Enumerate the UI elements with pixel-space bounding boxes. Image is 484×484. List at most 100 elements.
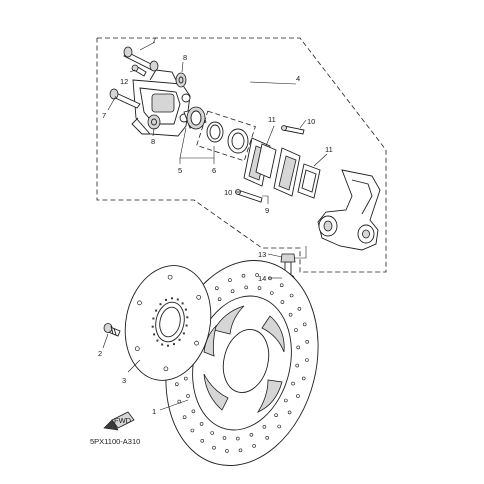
spline-tooth: [185, 324, 188, 327]
disc-hole: [279, 283, 284, 288]
disc-hole: [215, 286, 219, 291]
slide-boot-upper: [175, 72, 187, 88]
carrier-hole: [194, 340, 199, 346]
disc-hole: [190, 428, 195, 433]
disc-hole: [182, 415, 187, 420]
callout-9: 9: [265, 206, 269, 215]
spline-tooth: [181, 302, 184, 305]
spline-tooth: [156, 339, 159, 342]
disc-hole: [228, 278, 232, 282]
disc-hole: [230, 289, 235, 294]
disc-hole: [210, 431, 214, 435]
disc-hole: [301, 376, 306, 381]
callout-13: 13: [258, 250, 266, 259]
disc-hole: [296, 345, 301, 350]
disc-hole: [288, 312, 293, 317]
callout-numbers: 7 12 8 7 8 4 5 6 11 10 11 10 9 13 14 2 3…: [98, 36, 333, 416]
disc-hole: [217, 297, 222, 302]
callout-11-lower: 11: [325, 145, 333, 154]
spline-tooth: [184, 308, 187, 311]
disc-slots: [203, 305, 285, 413]
disc-hole: [199, 422, 204, 426]
brake-pad-outer: [273, 147, 301, 197]
callout-1: 1: [152, 407, 156, 416]
pad-shim-inner: [255, 143, 277, 179]
caliper-body: [131, 69, 191, 137]
disc-hole: [265, 435, 270, 440]
disc-hole: [291, 381, 295, 386]
callout-5: 5: [178, 166, 182, 175]
caliper-bolt-lower: [109, 88, 141, 109]
pad-shim-outer: [297, 163, 321, 199]
disc-hole: [262, 424, 267, 429]
callout-7-lower: 7: [102, 111, 106, 120]
disc-hole: [305, 358, 309, 362]
spline-tooth: [171, 297, 173, 300]
callout-11-upper: 11: [268, 115, 276, 124]
spline-tooth: [165, 298, 167, 301]
callout-3: 3: [122, 376, 126, 385]
callout-8-lower: 8: [151, 137, 155, 146]
spline-tooth: [159, 303, 162, 306]
disc-carrier: [124, 265, 212, 381]
caliper-bracket: [317, 169, 381, 251]
carrier-spline-teeth: [151, 297, 189, 347]
spline-tooth: [186, 316, 189, 319]
disc-hole: [212, 445, 216, 450]
disc-hole: [244, 285, 248, 290]
disc-hole: [255, 273, 259, 277]
callout-14: 14: [258, 274, 266, 283]
callout-12: 12: [120, 77, 128, 86]
disc-hole: [274, 413, 278, 418]
carrier-hole: [196, 294, 202, 300]
disc-hole: [289, 293, 294, 298]
disc-hole: [222, 436, 227, 440]
bleed-screw: [131, 64, 147, 77]
spline-tooth: [176, 298, 179, 301]
disc-hole: [277, 424, 282, 429]
disc-hole: [191, 409, 196, 414]
spline-tooth: [178, 338, 181, 341]
disc-hole: [257, 286, 262, 290]
carrier-hole: [167, 274, 173, 280]
seal-kit-box: [196, 110, 256, 162]
disc-hole: [184, 376, 188, 381]
disc-hole: [175, 382, 179, 387]
callout-6: 6: [212, 166, 216, 175]
callout-10-lower: 10: [224, 188, 232, 197]
disc-hole: [236, 436, 240, 441]
spline-tooth: [152, 317, 155, 320]
callout-2: 2: [98, 349, 102, 358]
piston-seal: [206, 121, 224, 143]
leader-lines: [102, 41, 328, 411]
disc-hole: [305, 339, 310, 344]
disc-hole: [249, 432, 254, 437]
pad-pin-lower: [235, 189, 263, 203]
fwd-arrow-icon: FWD: [103, 411, 135, 431]
assembly-boundary: [96, 37, 387, 273]
disc-hole: [280, 300, 285, 304]
spline-tooth: [155, 309, 158, 312]
disc-hole: [294, 328, 298, 332]
disc-hole: [297, 306, 302, 311]
disc-hole: [241, 273, 246, 278]
callout-8-upper: 8: [183, 53, 187, 62]
spline-tooth: [167, 344, 169, 347]
disc-hole: [269, 291, 274, 295]
carrier-hole: [163, 366, 169, 372]
piston: [183, 106, 207, 130]
disc-hole: [295, 363, 300, 368]
pad-pin-upper: [281, 125, 305, 135]
disc-hole: [283, 398, 288, 403]
disc-bolt: [103, 323, 121, 337]
fwd-label: FWD: [114, 416, 132, 425]
spline-tooth: [151, 325, 154, 328]
diagram-code: 5PX1100-A310: [90, 437, 140, 446]
disc-hole: [302, 322, 307, 327]
caliper-bolt-upper: [123, 46, 159, 72]
carrier-hole: [137, 300, 142, 306]
disc-hole: [252, 444, 256, 448]
spline-tooth: [161, 343, 164, 346]
spline-tooth: [153, 333, 156, 336]
